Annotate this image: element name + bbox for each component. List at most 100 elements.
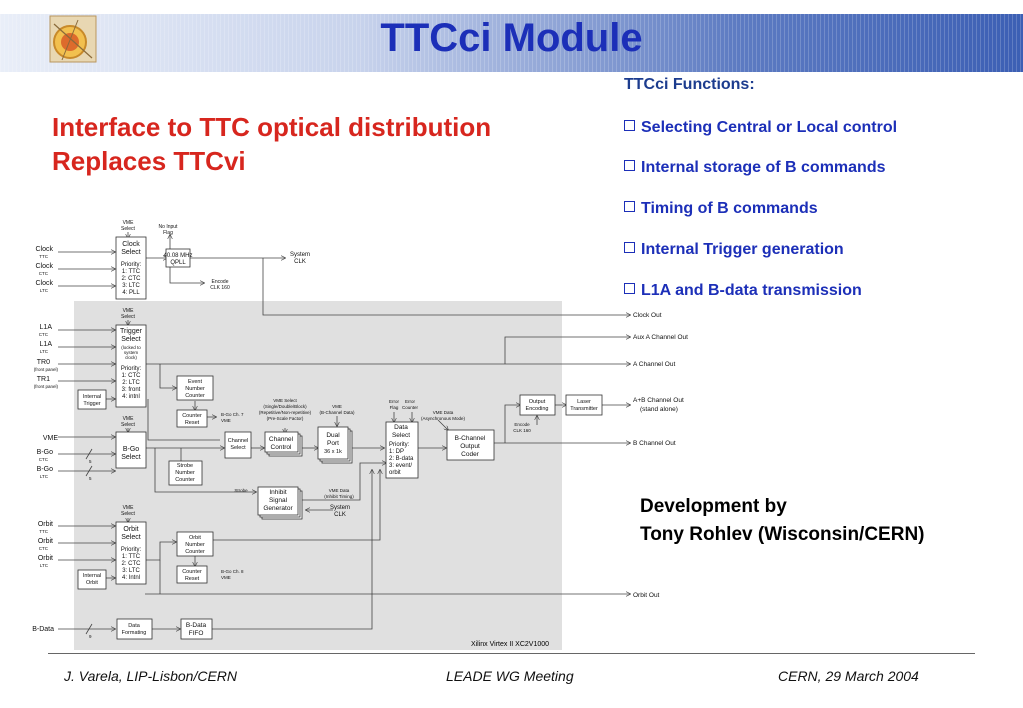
channel-select-box xyxy=(224,431,252,459)
svg-text:LTC: LTC xyxy=(40,474,49,479)
fpga-label: Xilinx Virtex II XC2V1000 xyxy=(471,641,549,648)
event-counter-box xyxy=(176,375,214,401)
svg-text:CTC: CTC xyxy=(39,457,49,462)
svg-text:CTC: CTC xyxy=(39,271,49,276)
footer-author: J. Varela, LIP-Lisbon/CERN xyxy=(64,668,237,684)
output-orbit-out: Orbit Out xyxy=(633,592,660,599)
internal-trigger-box xyxy=(77,389,107,410)
header-band xyxy=(0,14,1023,72)
svg-text:LTC: LTC xyxy=(40,288,49,293)
data-formating-box xyxy=(116,618,153,640)
bgo-select-box xyxy=(115,431,147,469)
bchannel-coder-box xyxy=(446,429,495,461)
strobe-counter-box xyxy=(168,460,203,486)
trigger-input-tr1: TR1 xyxy=(37,376,50,383)
function-item: Timing of B commands xyxy=(624,200,818,218)
svg-text:(front panel): (front panel) xyxy=(34,384,59,389)
internal-orbit-box xyxy=(77,569,107,590)
svg-text:CTC: CTC xyxy=(39,332,49,337)
bus-width-label: 9 xyxy=(89,634,92,639)
qpll-box xyxy=(165,248,191,268)
data-select-box xyxy=(385,421,419,479)
development-line-2: Tony Rohlev (Wisconsin/CERN) xyxy=(640,524,925,545)
output-a-channel: A Channel Out xyxy=(633,361,675,368)
checkbox-bullet-icon xyxy=(624,120,635,131)
trigger-select-box xyxy=(115,324,147,408)
inhibit-generator-box xyxy=(257,486,299,516)
vme-data-inhibit-label: VME Data(Inhibit Timing) xyxy=(324,488,354,499)
output-clock-out: Clock Out xyxy=(633,312,662,319)
strobe-label: Strobe xyxy=(234,488,248,493)
output-encoding-box xyxy=(519,394,556,416)
function-item: Internal Trigger generation xyxy=(624,241,844,259)
checkbox-bullet-icon xyxy=(624,242,635,253)
bus-width-label: 5 xyxy=(89,476,92,481)
clock-input-ttc: Clock xyxy=(35,246,53,253)
vme-channel-data-label: VME(B-Channel Data) xyxy=(319,404,355,415)
orbit-select-box xyxy=(115,521,147,585)
bdata-fifo-box xyxy=(180,618,213,640)
development-line-1: Development by xyxy=(640,496,787,517)
svg-text:CTC: CTC xyxy=(39,546,49,551)
svg-text:(front panel): (front panel) xyxy=(34,367,59,372)
orbit-counter-box xyxy=(176,531,214,557)
laser-transmitter-box xyxy=(565,394,603,416)
cms-logo-icon xyxy=(49,15,97,63)
function-item: L1A and B-data transmission xyxy=(624,282,862,300)
trigger-input-tr0: TR0 xyxy=(37,359,50,366)
trigger-input-l1a-ltc: L1A xyxy=(40,341,53,348)
clock-select-box xyxy=(115,236,147,300)
bgo-input-vme: VME xyxy=(43,435,59,442)
dual-port-box xyxy=(317,426,349,460)
output-aux-a-channel: Aux A Channel Out xyxy=(633,334,688,341)
bgo-input-ctc: B-Go xyxy=(37,449,53,456)
output-standalone: (stand alone) xyxy=(640,406,678,413)
fpga-region xyxy=(74,301,562,650)
subtitle-line-1: Interface to TTC optical distribution xyxy=(52,112,492,142)
functions-heading: TTCci Functions: xyxy=(624,76,755,93)
svg-text:LTC: LTC xyxy=(40,563,49,568)
orbit-input-ctc: Orbit xyxy=(38,538,53,545)
function-item: Selecting Central or Local control xyxy=(624,119,897,137)
svg-text:TTC: TTC xyxy=(39,254,48,259)
counter-reset2-box xyxy=(176,565,208,584)
channel-control-box xyxy=(264,431,299,453)
output-ab-channel: A+B Channel Out xyxy=(633,397,684,404)
checkbox-bullet-icon xyxy=(624,160,635,171)
svg-text:TTC: TTC xyxy=(39,529,48,534)
